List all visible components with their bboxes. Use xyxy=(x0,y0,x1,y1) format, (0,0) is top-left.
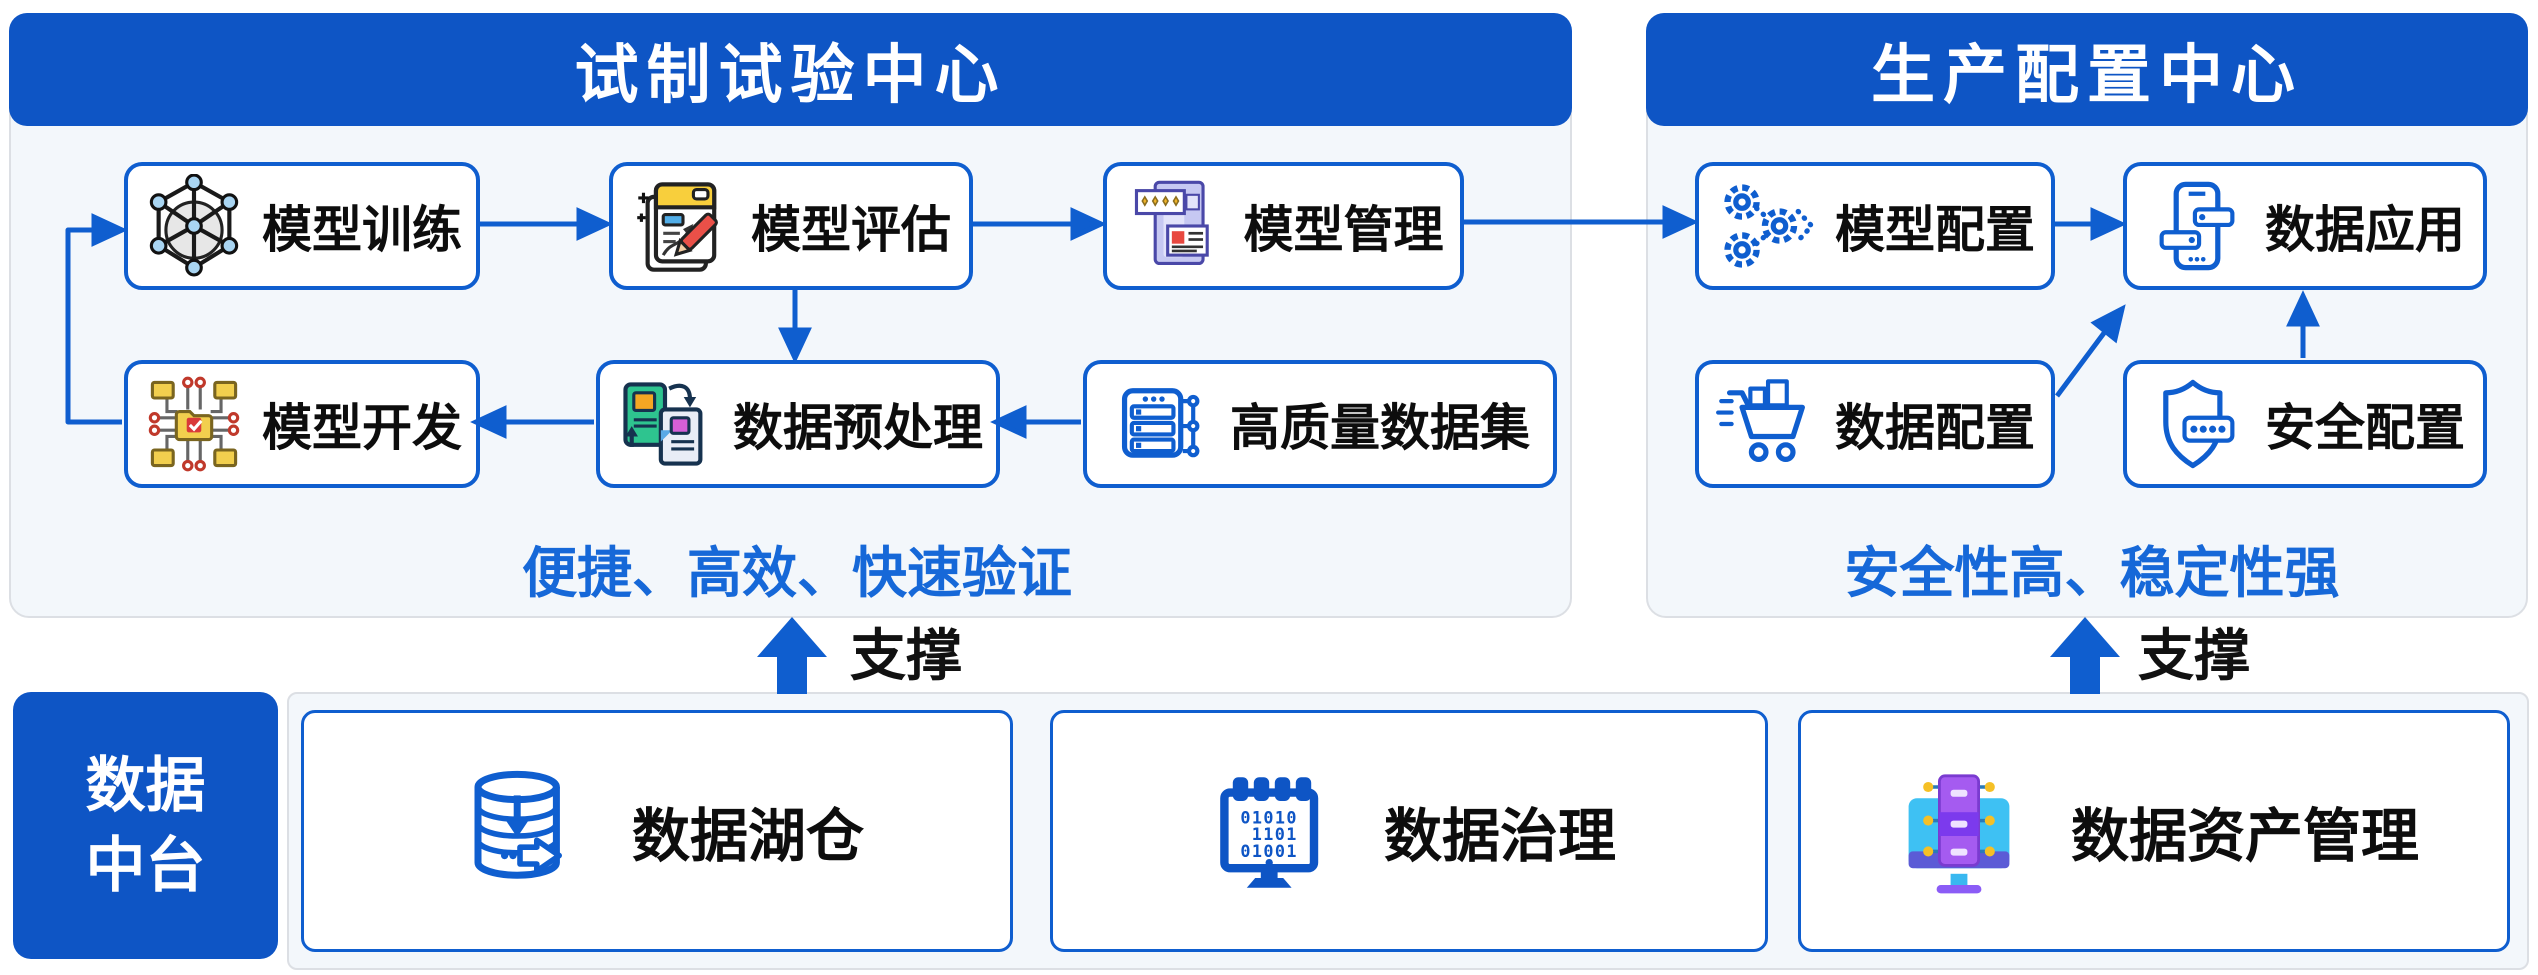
high-quality-dataset-icon xyxy=(1110,372,1214,476)
support-label-left: 支撑 xyxy=(850,624,962,687)
data-application-icon xyxy=(2145,174,2249,278)
flowbox-model-training: 模型训练 xyxy=(124,162,480,290)
flowbox-data-application: 数据应用 xyxy=(2123,162,2487,290)
flowbox-security-config: 安全配置 xyxy=(2123,360,2487,488)
data-lakehouse-icon xyxy=(450,759,590,904)
governance-binary-line1: 01010 xyxy=(1240,807,1298,827)
flowbox-data-config: 数据配置 xyxy=(1695,360,2055,488)
trial-center-panel: 试制试验中心 模型训练 xyxy=(9,13,1572,618)
flowbox-model-management: 模型管理 xyxy=(1103,162,1464,290)
model-management-icon xyxy=(1124,174,1228,278)
model-training-icon xyxy=(142,174,246,278)
data-asset-management-icon xyxy=(1889,759,2029,904)
flowbox-label: 安全配置 xyxy=(2265,400,2465,456)
bottombox-label: 数据资产管理 xyxy=(2070,804,2419,869)
governance-binary-line3: 01001 xyxy=(1240,841,1298,861)
bottombox-data-lakehouse: 数据湖仓 xyxy=(301,710,1013,952)
data-preprocessing-icon xyxy=(613,372,717,476)
bottombox-label: 数据湖仓 xyxy=(631,804,864,869)
governance-binary-line2: 1101 xyxy=(1252,824,1298,844)
flowbox-model-development: 模型开发 xyxy=(124,360,480,488)
production-center-header: 生产配置中心 xyxy=(1646,13,2528,126)
production-center-title: 生产配置中心 xyxy=(1871,38,2303,111)
flowbox-label: 模型训练 xyxy=(262,202,462,258)
model-development-icon xyxy=(142,372,246,476)
bottombox-data-asset-management: 数据资产管理 xyxy=(1798,710,2510,952)
foundation-panel: 数据湖仓 01010 1101 01001 xyxy=(287,692,2529,970)
flowbox-label: 数据应用 xyxy=(2265,202,2465,258)
trial-center-title: 试制试验中心 xyxy=(574,38,1007,111)
flowbox-label: 高质量数据集 xyxy=(1230,400,1530,456)
production-center-panel: 生产配置中心 模型配置 xyxy=(1646,13,2528,618)
flowbox-label: 模型评估 xyxy=(751,202,951,258)
trial-caption: 便捷、高效、快速验证 xyxy=(521,542,1073,604)
flowbox-label: 模型配置 xyxy=(1835,202,2035,258)
flowbox-data-preprocessing: 数据预处理 xyxy=(596,360,1000,488)
data-middle-platform-block: 数据 中台 xyxy=(13,692,278,959)
trial-center-header: 试制试验中心 xyxy=(9,13,1572,126)
flowbox-high-quality-dataset: 高质量数据集 xyxy=(1083,360,1557,488)
flowbox-label: 模型管理 xyxy=(1243,202,1444,258)
support-arrow-left xyxy=(757,617,827,694)
support-label-right: 支撑 xyxy=(2138,624,2250,687)
flowbox-label: 模型开发 xyxy=(262,400,462,456)
data-middle-platform-line2: 中台 xyxy=(85,831,206,899)
flowbox-model-config: 模型配置 xyxy=(1695,162,2055,290)
bottombox-label: 数据治理 xyxy=(1383,804,1616,869)
security-config-icon xyxy=(2145,372,2249,476)
support-arrow-right xyxy=(2050,617,2120,694)
flowbox-label: 数据配置 xyxy=(1835,400,2035,456)
model-config-icon xyxy=(1715,174,1819,278)
data-middle-platform-line1: 数据 xyxy=(85,752,206,820)
model-evaluation-icon xyxy=(631,174,735,278)
data-governance-icon: 01010 1101 01001 xyxy=(1202,759,1342,904)
production-caption: 安全性高、稳定性强 xyxy=(1844,542,2340,604)
flowbox-label: 数据预处理 xyxy=(733,400,983,456)
bottombox-data-governance: 01010 1101 01001 数据治理 xyxy=(1050,710,1768,952)
data-config-icon xyxy=(1715,372,1819,476)
flowbox-model-evaluation: 模型评估 xyxy=(609,162,973,290)
